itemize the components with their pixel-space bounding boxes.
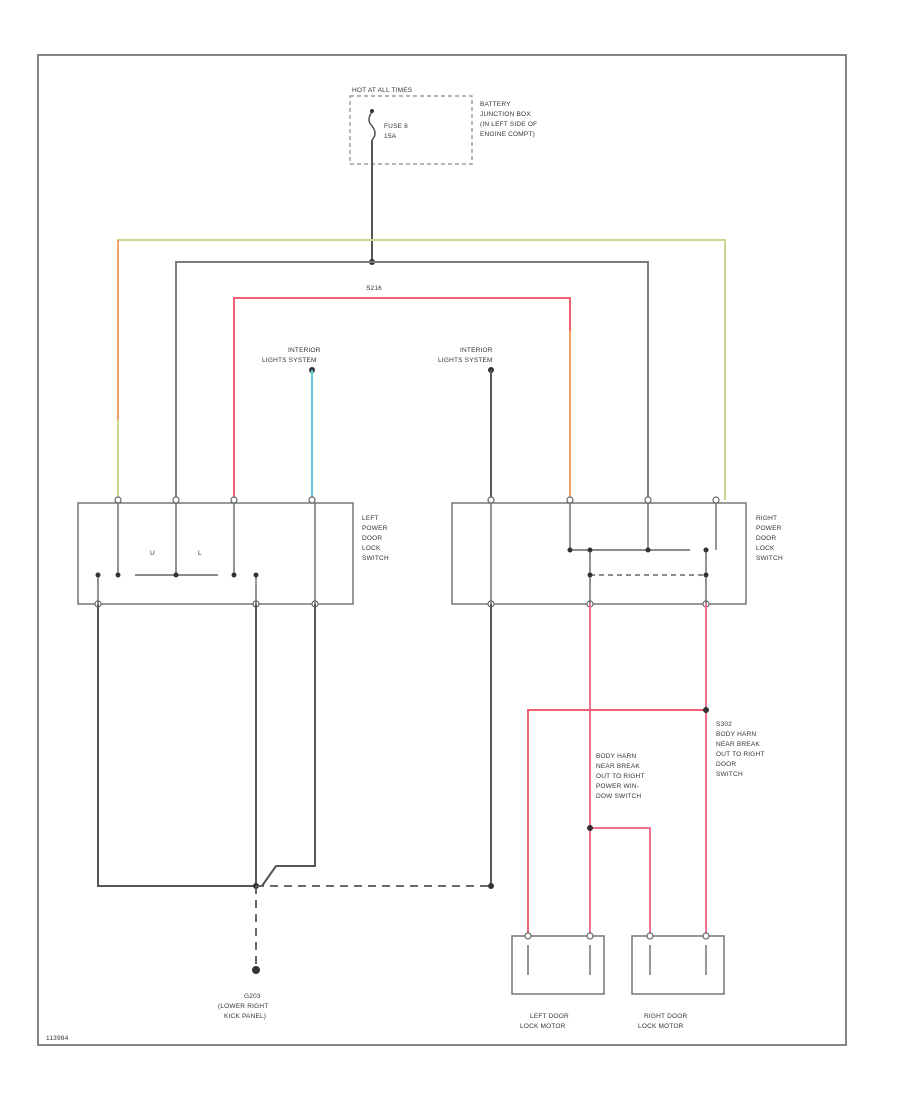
right-switch-label-1: RIGHT [756, 515, 777, 522]
right-switch-label-3: DOOR [756, 535, 776, 542]
interior-light-right-1: INTERIOR [460, 347, 493, 354]
interior-light-right-2: LIGHTS SYSTEM [438, 357, 493, 364]
right-switch-contact-1 [567, 547, 573, 553]
left-switch-contact-4 [231, 572, 237, 578]
right-motor-label-2: LOCK MOTOR [638, 1023, 684, 1030]
right-switch-contact-2 [587, 547, 593, 553]
right-door-lock-motor [631, 935, 725, 995]
battery-box-label-3: (IN LEFT SIDE OF [480, 121, 537, 128]
body-harness-right-1: BODY HARN [716, 731, 756, 738]
left-motor-internals [527, 945, 591, 975]
wire-gray-bus [175, 261, 649, 500]
wire-left-ground-1 [97, 604, 256, 887]
left-switch-u: U [150, 550, 155, 557]
left-motor-label-2: LOCK MOTOR [520, 1023, 566, 1030]
right-switch-label-5: SWITCH [756, 555, 783, 562]
wire-left-ground-3 [261, 604, 316, 887]
right-switch-contact-6 [703, 572, 709, 578]
fuse-terminal-top [370, 109, 374, 113]
ground-label-1: G203 [244, 993, 261, 1000]
body-harness-right-3: OUT TO RIGHT [716, 751, 765, 758]
body-harness-left-4: POWER WIN- [596, 783, 639, 790]
battery-box-label-2: JUNCTION BOX [480, 111, 531, 118]
right-switch-contact-3 [645, 547, 651, 553]
right-motor-terminal-a [646, 932, 654, 940]
wire-pink-cross [590, 827, 651, 936]
right-switch-internals [490, 503, 717, 604]
left-switch-label-2: POWER [362, 525, 388, 532]
diagram-frame [37, 54, 847, 1046]
splice-s302-node [703, 707, 709, 713]
battery-header: HOT AT ALL TIMES [352, 87, 413, 94]
left-switch-terminals [94, 496, 319, 608]
wire-red-bus [233, 297, 571, 500]
fuse-label-1: FUSE 8 [384, 123, 408, 130]
body-harness-left-1: BODY HARN [596, 753, 636, 760]
right-switch-contact-4 [703, 547, 709, 553]
left-motor-label-1: LEFT DOOR [530, 1013, 569, 1020]
left-switch-contact-1 [95, 572, 101, 578]
right-switch-label-2: POWER [756, 525, 782, 532]
right-motor-label-1: RIGHT DOOR [644, 1013, 688, 1020]
left-switch-contact-3 [173, 572, 179, 578]
interior-light-left-1: INTERIOR [288, 347, 321, 354]
body-harness-left-3: OUT TO RIGHT [596, 773, 645, 780]
left-motor-terminal-a [524, 932, 532, 940]
battery-box-label-4: ENGINE COMPT) [480, 131, 535, 138]
splice-left-node [587, 825, 593, 831]
wire-lightgreen-bus [117, 239, 726, 500]
left-power-door-lock-switch [77, 502, 354, 605]
body-harness-right-2: NEAR BREAK [716, 741, 760, 748]
splice-s216-label: S216 [366, 285, 382, 292]
right-motor-internals [649, 945, 707, 975]
left-switch-l: L [198, 550, 202, 557]
left-switch-contact-2 [115, 572, 121, 578]
left-door-lock-motor [511, 935, 605, 995]
fuse-symbol [368, 111, 376, 141]
left-switch-internals [97, 503, 316, 604]
right-switch-terminals [487, 496, 720, 608]
left-switch-contact-5 [253, 572, 259, 578]
ground-label-3: KICK PANEL) [224, 1013, 266, 1020]
battery-box-label-1: BATTERY [480, 101, 511, 108]
left-switch-label-4: LOCK [362, 545, 381, 552]
right-power-door-lock-switch [451, 502, 747, 605]
body-harness-left-2: NEAR BREAK [596, 763, 640, 770]
left-switch-label-5: SWITCH [362, 555, 389, 562]
body-harness-left-5: DOW SWITCH [596, 793, 641, 800]
ground-label-2: (LOWER RIGHT [218, 1003, 268, 1010]
right-switch-contact-5 [587, 572, 593, 578]
right-ground-node [488, 883, 494, 889]
left-switch-label-1: LEFT [362, 515, 379, 522]
body-harness-right-5: SWITCH [716, 771, 743, 778]
left-motor-terminal-b [586, 932, 594, 940]
fuse-label-2: 15A [384, 133, 397, 140]
interior-light-left-2: LIGHTS SYSTEM [262, 357, 317, 364]
splice-s302-label: S302 [716, 721, 732, 728]
battery-junction-box [349, 95, 473, 165]
right-switch-label-4: LOCK [756, 545, 775, 552]
wire-red-cross [527, 709, 706, 936]
left-switch-label-3: DOOR [362, 535, 382, 542]
footer-code: 113984 [46, 1035, 69, 1042]
ground-g203-symbol [252, 966, 260, 974]
right-motor-terminal-b [702, 932, 710, 940]
body-harness-right-4: DOOR [716, 761, 736, 768]
